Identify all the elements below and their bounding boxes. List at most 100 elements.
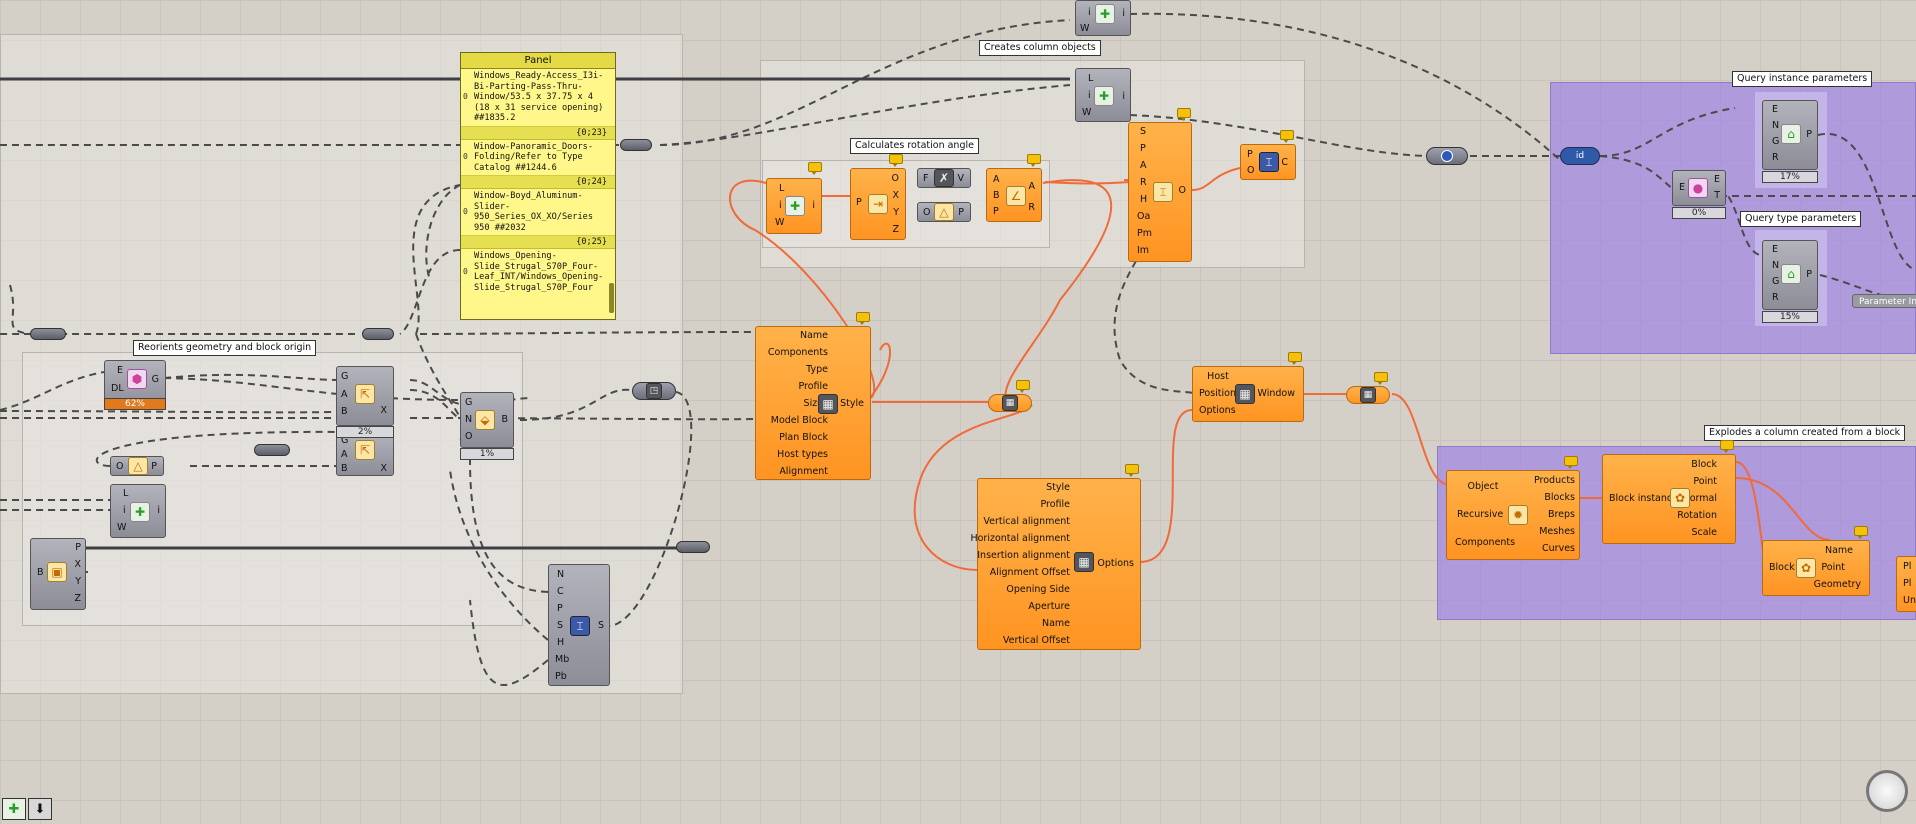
port-x-out[interactable]: X	[380, 405, 387, 416]
port-a-out[interactable]: A	[1028, 181, 1036, 192]
toolbar-line-button[interactable]: ✚	[2, 798, 26, 820]
port-b-in[interactable]: B	[37, 567, 44, 578]
port-a-in[interactable]: A	[1140, 160, 1147, 171]
port-p-in[interactable]: P	[1140, 143, 1146, 154]
port-a-in[interactable]: A	[341, 389, 348, 400]
port-n-in[interactable]: N	[557, 569, 565, 580]
port-c-out[interactable]: C	[1281, 157, 1288, 168]
toolbar-download-button[interactable]: ⬇	[28, 798, 52, 820]
warning-flag[interactable]	[1854, 526, 1868, 539]
port-r-out[interactable]: R	[1028, 202, 1035, 213]
port-n-in[interactable]: N	[465, 414, 473, 425]
port-vertical-offset-in[interactable]: Vertical Offset	[1002, 635, 1070, 646]
port-vertical-alignment-in[interactable]: Vertical alignment	[983, 516, 1070, 527]
port-normal-out[interactable]: Normal	[1682, 493, 1717, 504]
port-i-out[interactable]: i	[157, 505, 160, 516]
port-plan-block-in[interactable]: Plan Block	[779, 432, 828, 443]
port-v-in[interactable]: V	[957, 173, 965, 184]
port-host-in[interactable]: Host	[1207, 371, 1229, 382]
port-i-out[interactable]: i	[1122, 91, 1125, 102]
port-g-in[interactable]: G	[341, 435, 349, 446]
relay-node[interactable]	[362, 328, 394, 340]
port-options-in[interactable]: Options	[1199, 405, 1236, 416]
window-param[interactable]: ◳	[632, 382, 676, 400]
port-i-in[interactable]: i	[1088, 90, 1091, 101]
port-h-in[interactable]: H	[557, 637, 565, 648]
port-pb-in[interactable]: Pb	[555, 671, 567, 682]
warning-flag[interactable]	[1027, 154, 1041, 167]
port-e-in[interactable]: E	[1772, 244, 1779, 255]
port-x-out[interactable]: X	[892, 190, 899, 201]
port-b-in[interactable]: B	[341, 463, 348, 474]
add-window-component[interactable]: Host Position Options Window	[1192, 366, 1304, 422]
port-insertion-alignment-in[interactable]: Insertion alignment	[977, 550, 1070, 561]
port-alignment-offset-in[interactable]: Alignment Offset	[989, 567, 1070, 578]
block-definition-component[interactable]: Block Name Point Geometry	[1762, 540, 1870, 596]
port-recursive-in[interactable]: Recursive	[1457, 509, 1504, 520]
port-s-out[interactable]: S	[597, 620, 604, 631]
port-p-out[interactable]: P	[151, 461, 157, 472]
port-pm-in[interactable]: Pm	[1137, 228, 1152, 239]
port-p-in[interactable]: P	[1247, 149, 1253, 160]
port-products-out[interactable]: Products	[1533, 475, 1575, 486]
port-i-in[interactable]: i	[1088, 7, 1091, 18]
relay-node[interactable]	[30, 328, 66, 340]
port-position-in[interactable]: Position	[1199, 388, 1236, 399]
port-object-in[interactable]: Object	[1467, 481, 1499, 492]
port-g-in[interactable]: G	[1772, 276, 1780, 287]
port-name-in[interactable]: Name	[799, 330, 828, 341]
port-z-out[interactable]: Z	[74, 593, 81, 604]
warning-flag[interactable]	[889, 154, 903, 167]
relay-node[interactable]	[620, 139, 652, 151]
navigation-compass-icon[interactable]	[1866, 770, 1908, 812]
window-object-param[interactable]: ▦	[1346, 386, 1390, 404]
port-breps-out[interactable]: Breps	[1547, 509, 1575, 520]
port-window-out[interactable]: Window	[1257, 388, 1295, 399]
port-name-in[interactable]: Name	[1041, 618, 1070, 629]
warning-flag[interactable]	[1280, 130, 1294, 143]
port-y-out[interactable]: Y	[75, 576, 81, 587]
port-r-in[interactable]: R	[1140, 177, 1147, 188]
port-oa-in[interactable]: Oa	[1137, 211, 1151, 222]
port-meshes-out[interactable]: Meshes	[1539, 526, 1575, 537]
port-pl-out[interactable]: Pl	[1903, 561, 1912, 572]
port-a-in[interactable]: A	[341, 449, 348, 460]
element-type-component[interactable]: E E T	[1672, 170, 1726, 206]
port-n-in[interactable]: N	[1772, 120, 1780, 131]
port-curves-out[interactable]: Curves	[1542, 543, 1575, 554]
port-s-in[interactable]: S	[557, 620, 564, 631]
panel-title[interactable]: Panel	[461, 53, 615, 69]
port-mb-in[interactable]: Mb	[555, 654, 570, 665]
port-w-in[interactable]: W	[775, 217, 785, 228]
port-t-out[interactable]: T	[1714, 190, 1720, 201]
port-s-in[interactable]: S	[1140, 126, 1147, 137]
port-point-out[interactable]: Point	[1693, 476, 1717, 487]
port-scale-out[interactable]: Scale	[1691, 527, 1717, 538]
window-style-component[interactable]: Name Components Type Profile Sizes Model…	[755, 326, 871, 480]
id-param[interactable]: id	[1560, 147, 1600, 165]
port-g-in[interactable]: G	[341, 371, 349, 382]
port-g-out[interactable]: G	[151, 374, 159, 385]
warning-flag[interactable]	[1177, 108, 1191, 121]
port-e-in[interactable]: E	[1679, 182, 1686, 193]
port-l-in[interactable]: L	[779, 183, 785, 194]
port-p-in[interactable]: P	[856, 197, 862, 208]
port-e-out[interactable]: E	[1713, 174, 1720, 185]
port-horizontal-alignment-in[interactable]: Horizontal alignment	[970, 533, 1070, 544]
relay-node[interactable]	[676, 541, 710, 553]
port-h-in[interactable]: H	[1140, 194, 1148, 205]
port-o-in[interactable]: O	[116, 461, 124, 472]
port-w-in[interactable]: W	[1080, 23, 1090, 34]
port-model-block-in[interactable]: Model Block	[770, 415, 828, 426]
port-r-in[interactable]: R	[1772, 152, 1779, 163]
port-im-in[interactable]: Im	[1137, 245, 1150, 256]
text-panel[interactable]: Panel 0 Windows_Ready-Access_I3i-Bi-Part…	[460, 52, 616, 320]
port-blocks-out[interactable]: Blocks	[1544, 492, 1575, 503]
port-x-out[interactable]: X	[380, 463, 387, 474]
port-e-in[interactable]: E	[1772, 104, 1779, 115]
port-o-in[interactable]: O	[923, 207, 931, 218]
port-g-in[interactable]: G	[1772, 136, 1780, 147]
port-i-out[interactable]: i	[812, 200, 815, 211]
warning-flag[interactable]	[1288, 352, 1302, 365]
port-components-in[interactable]: Components	[767, 347, 828, 358]
